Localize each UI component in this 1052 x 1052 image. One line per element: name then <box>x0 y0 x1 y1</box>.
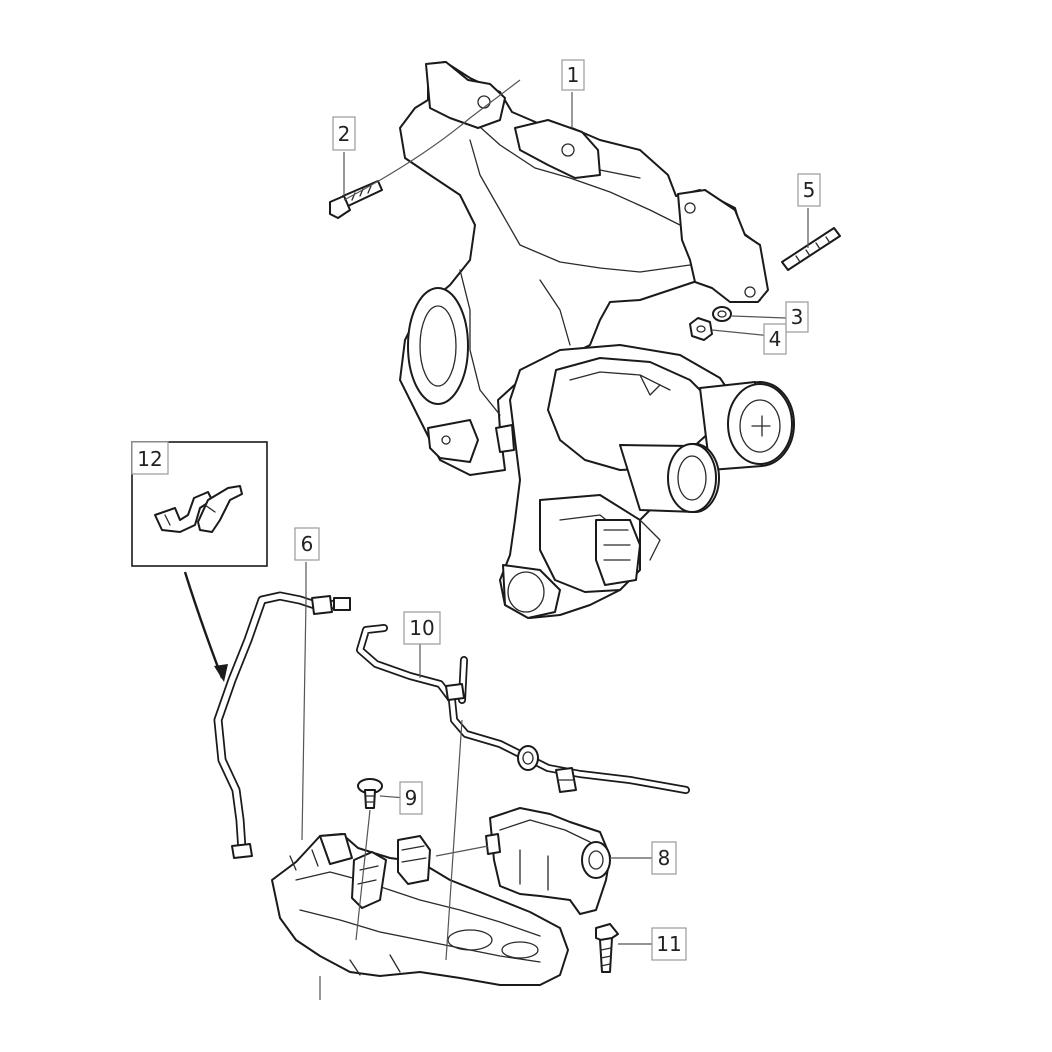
callout-4[interactable]: 4 <box>763 323 787 355</box>
detail-arrow-head <box>214 664 228 682</box>
svg-text:1: 1 <box>567 63 580 87</box>
svg-text:5: 5 <box>803 178 816 202</box>
callout-5[interactable]: 5 <box>797 173 821 207</box>
svg-text:6: 6 <box>301 532 314 556</box>
stud-5[interactable] <box>781 227 841 271</box>
svg-text:8: 8 <box>658 846 671 870</box>
callout-9[interactable]: 9 <box>399 781 423 815</box>
svg-text:11: 11 <box>656 932 681 956</box>
bolt-11[interactable] <box>595 923 619 973</box>
svg-text:10: 10 <box>409 616 434 640</box>
pipe-10[interactable] <box>356 624 690 794</box>
svg-text:12: 12 <box>137 447 162 471</box>
bolt-2[interactable] <box>329 180 383 219</box>
bracket-assembly[interactable] <box>271 833 569 986</box>
callout-12[interactable]: 12 <box>131 441 169 475</box>
turbocharger[interactable] <box>427 344 795 619</box>
svg-text:2: 2 <box>338 122 351 146</box>
washer-3[interactable] <box>712 306 732 322</box>
callout-6[interactable]: 6 <box>294 527 320 561</box>
exhaust-manifold[interactable] <box>399 61 769 476</box>
leader-lines <box>301 79 809 1000</box>
callout-8[interactable]: 8 <box>651 841 677 875</box>
screw-9[interactable] <box>357 778 383 809</box>
detail-arrow <box>183 571 224 679</box>
callout-11[interactable]: 11 <box>651 927 687 961</box>
svg-text:9: 9 <box>405 786 418 810</box>
callout-2[interactable]: 2 <box>332 116 356 151</box>
nut-4[interactable] <box>689 317 713 341</box>
hose-6[interactable] <box>213 591 351 859</box>
svg-text:3: 3 <box>791 305 804 329</box>
callout-10[interactable]: 10 <box>403 611 441 645</box>
callout-3[interactable]: 3 <box>785 301 809 333</box>
svg-text:4: 4 <box>769 327 782 351</box>
callout-1[interactable]: 1 <box>561 59 585 91</box>
clip-detail-box[interactable] <box>131 441 268 567</box>
solenoid-valve-8[interactable] <box>485 807 611 915</box>
